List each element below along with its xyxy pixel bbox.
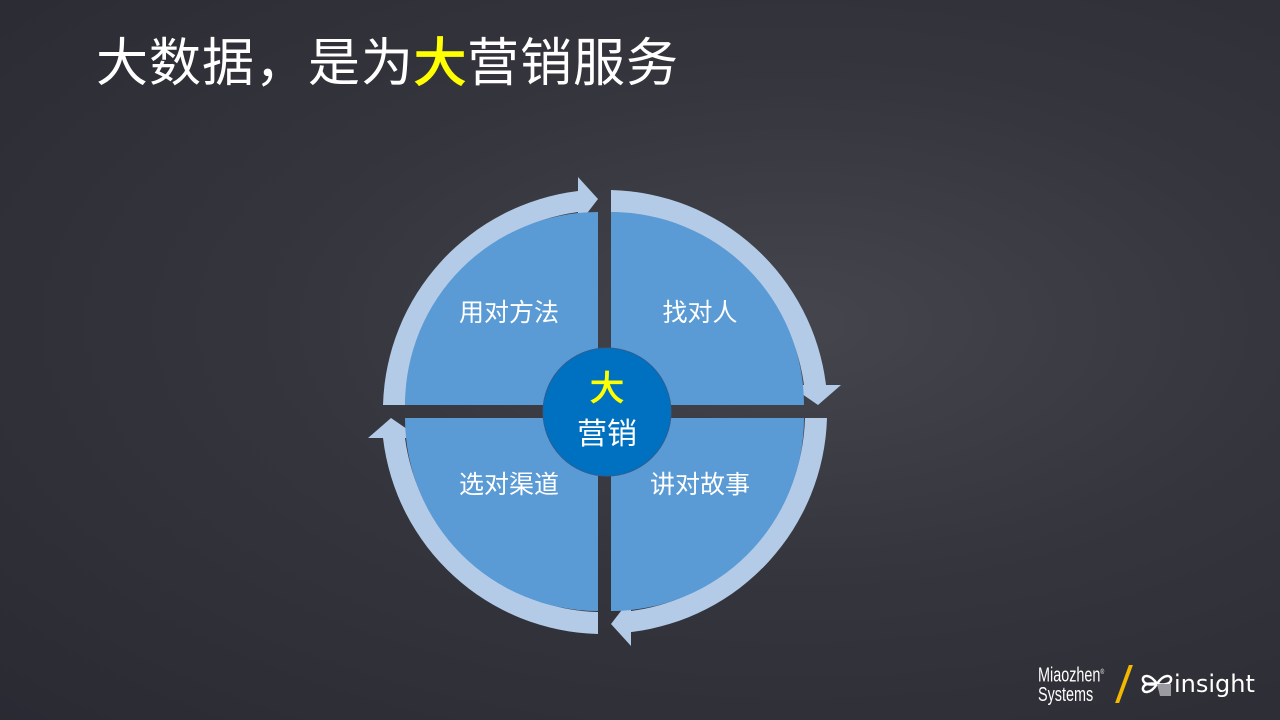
quadrant-top-right [611,212,804,405]
cycle-arrow-top-left [383,177,598,405]
brand-line1: Miaozhen [1038,664,1101,687]
quadrant-label-top-left: 用对方法 [459,298,559,327]
quadrant-label-bottom-left: 选对渠道 [459,470,559,499]
center-label-highlight: 大 [590,369,624,409]
center-circle [542,347,672,477]
registered-mark: ® [1100,669,1105,677]
brand-line2: Systems [1038,683,1094,706]
cycle-arrow-bottom-left [368,418,598,634]
quadrant-bottom-right [611,418,804,611]
quadrant-label-top-right: 找对人 [662,298,737,327]
insight-logo: insight [1140,669,1255,699]
quadrant-label-bottom-right: 讲对故事 [650,470,750,499]
clover-icon [1141,674,1173,696]
center-label: 营销 [577,417,637,452]
footer-logos: Miaozhen® Systems insight [1038,656,1255,712]
title-prefix: 大数据，是为 [96,34,415,94]
quadrant-bottom-left [405,418,598,611]
title-highlight: 大 [414,34,468,94]
insight-wordmark: insight [1174,670,1255,698]
title-suffix: 营销服务 [467,34,680,94]
quadrant-top-left [405,212,598,405]
cycle-arrow-bottom-right [611,418,827,646]
miaozhen-logo: Miaozhen® Systems [1038,663,1104,706]
logo-divider-slash [1115,665,1133,703]
page-title: 大数据，是为大营销服务 [96,24,679,104]
cycle-arrow-top-right [611,190,841,405]
